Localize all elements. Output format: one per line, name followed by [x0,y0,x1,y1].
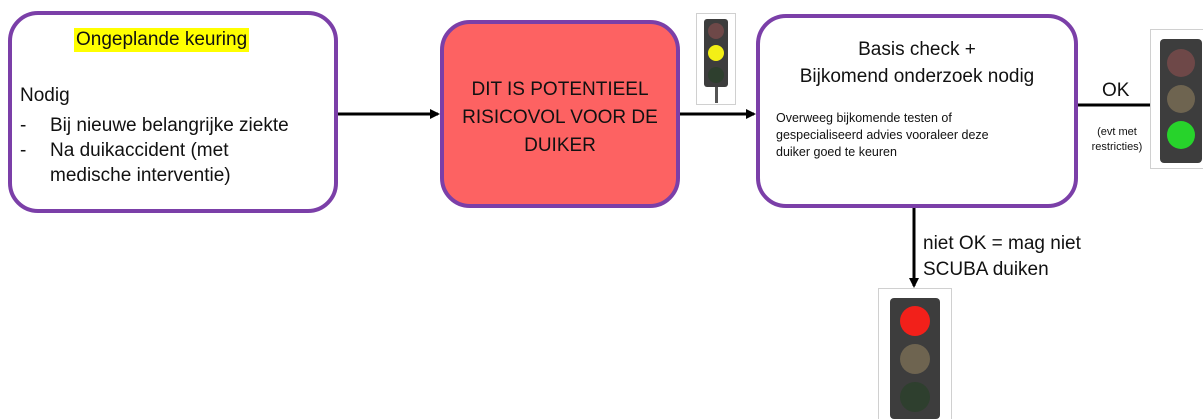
needed-label: Nodig [20,85,70,106]
extra-examination-note: Overweeg bijkomende testen of gespeciali… [776,110,1066,161]
list-item: - Na duikaccident (met [20,138,340,163]
needed-list: - Bij nieuwe belangrijke ziekte - Na dui… [20,113,340,188]
list-dash: - [20,115,27,136]
list-item-continuation: medische interventie) [50,165,231,186]
unplanned-check-box: Ongeplande keuring Nodig - Bij nieuwe be… [8,11,338,213]
list-item: - Bij nieuwe belangrijke ziekte [20,113,340,138]
traffic-light-yellow-icon [696,13,736,105]
risk-line: RISICOVOL VOOR DE [462,107,658,128]
title-line: Basis check + [858,39,976,60]
extra-examination-box: Basis check + Bijkomend onderzoek nodig … [756,14,1078,208]
list-item-text: Bij nieuwe belangrijke ziekte [50,115,289,136]
list-dash: - [20,140,27,161]
note-line: Overweeg bijkomende testen of [776,111,952,125]
not-ok-line: SCUBA duiken [923,259,1049,280]
unplanned-check-title: Ongeplande keuring [74,28,250,52]
ok-note-line: (evt met [1097,126,1137,138]
not-ok-line: niet OK = mag niet [923,233,1081,254]
risk-warning-box: DIT IS POTENTIEEL RISICOVOL VOOR DE DUIK… [440,20,680,208]
risk-line: DUIKER [524,135,596,156]
title-line: Bijkomend onderzoek nodig [799,66,1035,87]
traffic-light-green-icon [1150,29,1203,169]
risk-line: DIT IS POTENTIEEL [471,79,649,100]
traffic-light-red-icon [878,288,952,419]
ok-label: OK [1102,80,1130,101]
ok-note: (evt met restricties) [1080,125,1154,155]
extra-examination-title: Basis check + Bijkomend onderzoek nodig [760,36,1074,90]
risk-warning-text: DIT IS POTENTIEEL RISICOVOL VOOR DE DUIK… [444,76,676,160]
list-item-text: Na duikaccident (met [50,140,229,161]
note-line: gespecialiseerd advies vooraleer deze [776,128,989,142]
note-line: duiker goed te keuren [776,145,897,159]
not-ok-label: niet OK = mag niet SCUBA duiken [923,231,1081,283]
ok-note-line: restricties) [1091,141,1143,153]
